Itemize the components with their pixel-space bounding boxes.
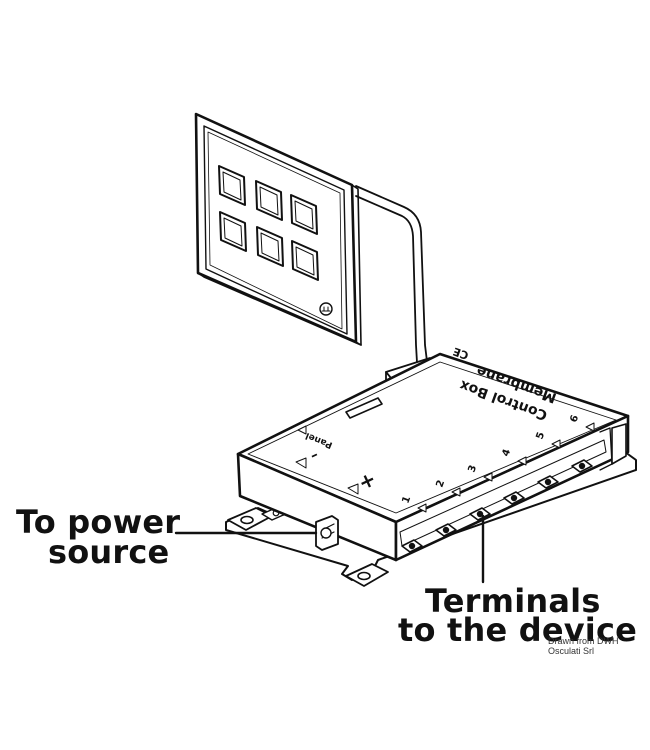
keypad-panel-icon	[194, 112, 362, 346]
terminal-number-5: 5	[534, 431, 547, 441]
terminal-number-1: 1	[400, 495, 413, 505]
keypad-buttons	[218, 165, 319, 281]
terminal-number-6: 6	[568, 414, 581, 424]
terminal-number-2: 2	[434, 479, 447, 489]
brand-logo-icon	[319, 302, 333, 316]
power-connector-icon	[315, 515, 339, 551]
control-box-icon	[225, 352, 637, 587]
terminals-label-line1: Terminals	[425, 582, 601, 620]
ce-mark: CE	[451, 345, 470, 363]
terminal-number-4: 4	[500, 448, 513, 458]
power-source-label-line2: source	[48, 533, 170, 571]
credit-text: Drawn from DWH Osculati Srl	[548, 636, 619, 656]
terminal-screws	[401, 459, 593, 553]
terminal-number-3: 3	[466, 464, 479, 474]
power-source-label-line1: To power	[16, 503, 181, 541]
terminals-label-line2: to the device	[398, 611, 638, 649]
